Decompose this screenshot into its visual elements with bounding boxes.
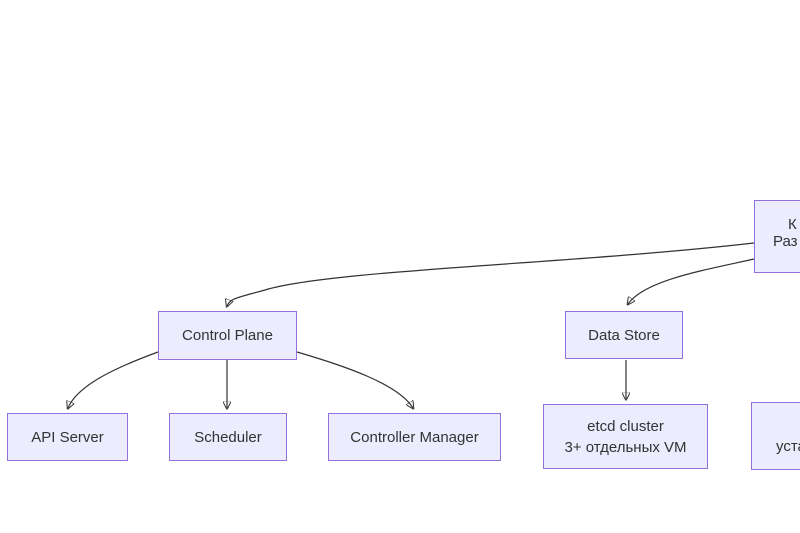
- node-scheduler: Scheduler: [169, 413, 287, 461]
- node-etcd-cluster-label-line1: etcd cluster: [587, 417, 664, 435]
- edge-kubernetes-to-control-plane: [227, 242, 755, 306]
- node-control-plane: Control Plane: [158, 311, 297, 360]
- node-api-server: API Server: [7, 413, 128, 461]
- node-api-server-label: API Server: [31, 428, 104, 446]
- node-kubernetes: К Раз: [754, 200, 800, 273]
- edge-control-plane-to-api-server: [68, 351, 159, 408]
- node-right-bottom: уста: [751, 402, 800, 470]
- edge-kubernetes-to-data-store: [628, 258, 755, 304]
- node-control-plane-label: Control Plane: [182, 327, 273, 344]
- node-scheduler-label: Scheduler: [194, 428, 262, 446]
- node-controller-manager: Controller Manager: [328, 413, 501, 461]
- node-kubernetes-label-line2: Раз: [773, 233, 798, 250]
- node-right-bottom-label-line1: уста: [776, 438, 800, 455]
- edge-control-plane-to-controller-manager: [296, 351, 413, 408]
- node-data-store: Data Store: [565, 311, 683, 359]
- node-etcd-cluster: etcd cluster 3+ отдельных VM: [543, 404, 708, 469]
- node-kubernetes-label-line1: К: [788, 216, 797, 233]
- node-etcd-cluster-label-line2: 3+ отдельных VM: [564, 438, 687, 456]
- node-data-store-label: Data Store: [588, 326, 660, 344]
- node-controller-manager-label: Controller Manager: [350, 428, 479, 446]
